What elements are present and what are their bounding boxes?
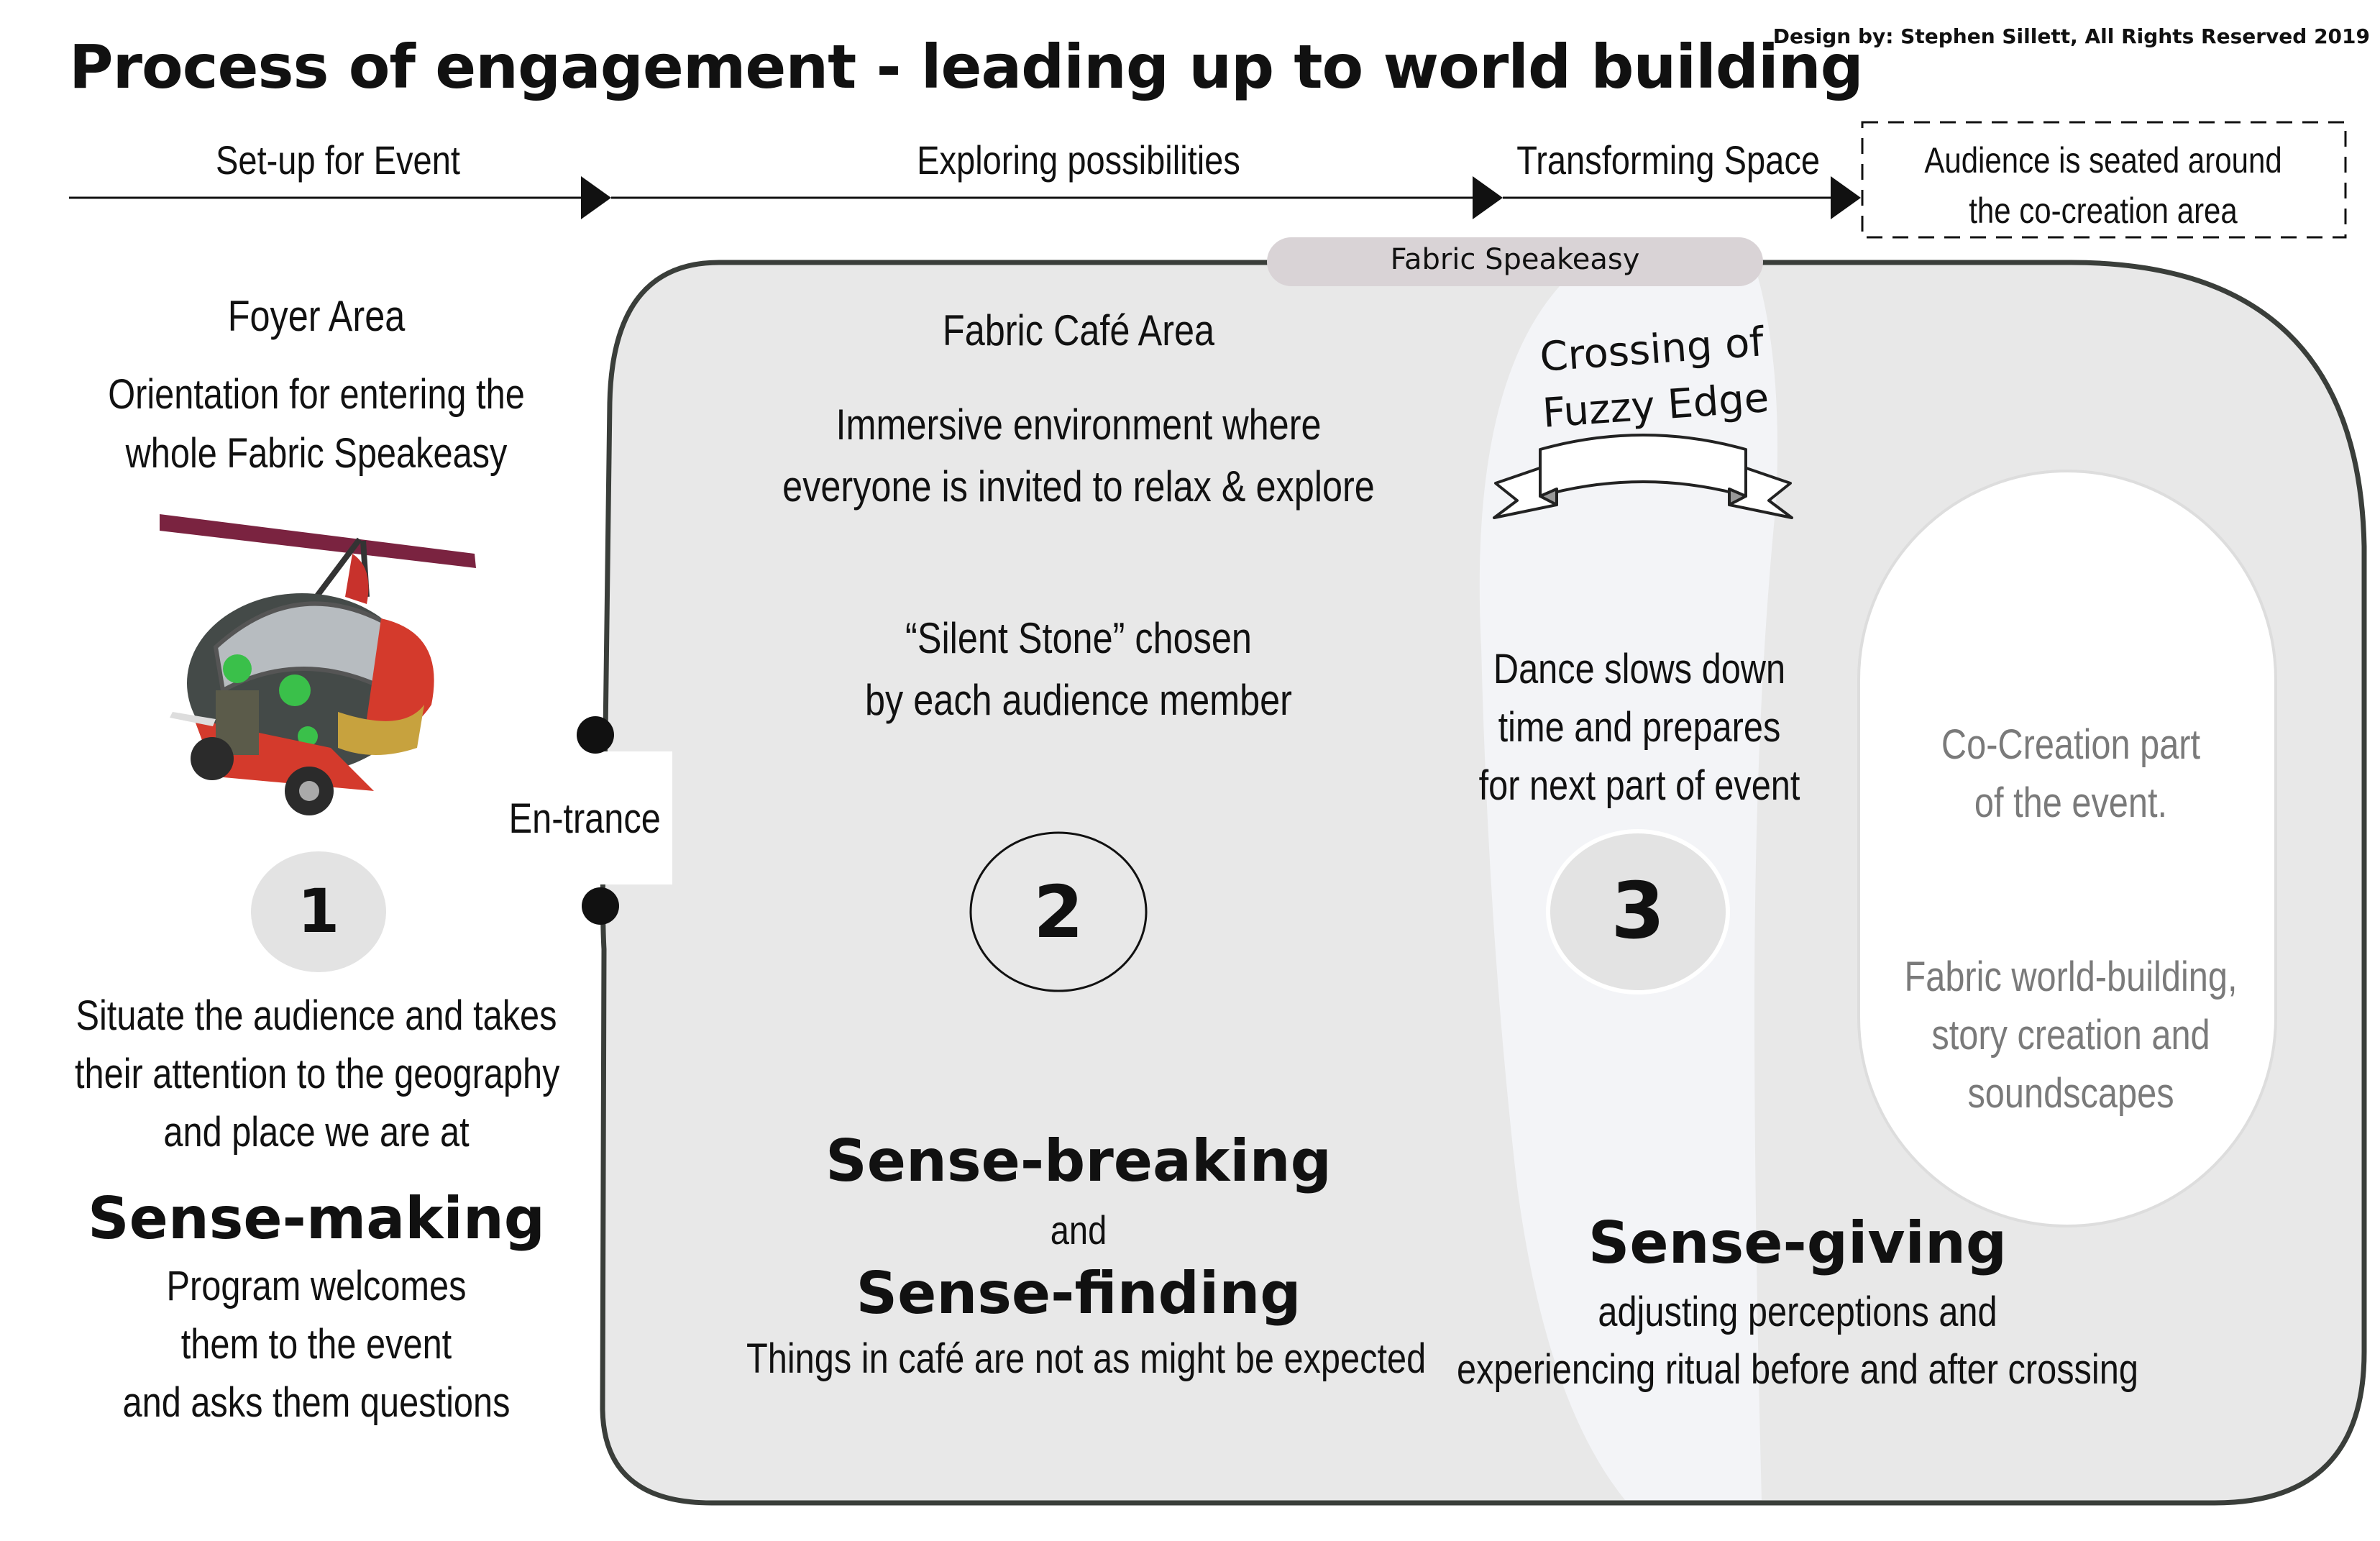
phase-transforming-label: Transforming Space — [1516, 137, 1820, 183]
foyer-program-text: Program welcomes them to the event and a… — [122, 1263, 511, 1426]
fabric-speakeasy-tab — [1267, 237, 1763, 286]
arrow-right-icon — [611, 176, 1503, 219]
sense-making-label: Sense-making — [87, 1185, 546, 1252]
step-1-circle — [251, 851, 386, 972]
audience-box — [1861, 121, 2347, 239]
cocreation-area — [1857, 470, 2277, 1227]
cafe-and-text: and — [1050, 1207, 1107, 1253]
cafe-things-text: Things in café are not as might be expec… — [746, 1335, 1427, 1382]
audience-box-text: Audience is seated around the co-creatio… — [1924, 140, 2282, 231]
ribbon-banner-icon — [1493, 434, 1793, 519]
crossing-banner-text: Crossing of Fuzzy Edge — [1538, 319, 1771, 437]
phase-exploring-label: Exploring possibilities — [917, 137, 1240, 183]
design-credit: Design by: Stephen Sillett, All Rights R… — [1772, 24, 2370, 48]
silent-stone-text: “Silent Stone” chosen by each audience m… — [865, 614, 1292, 724]
sense-breaking-label: Sense-breaking — [825, 1128, 1332, 1194]
cocreation-part-text: Co-Creation part of the event. — [1941, 721, 2201, 826]
sense-finding-label: Sense-finding — [856, 1260, 1301, 1327]
step-2-circle — [969, 831, 1148, 992]
page-title: Process of engagement - leading up to wo… — [69, 32, 1864, 102]
step-2-number: 2 — [1033, 870, 1084, 954]
entrance-label: En-trance — [508, 795, 661, 842]
entrance-post-top — [577, 716, 614, 754]
foyer-description: Orientation for entering the whole Fabri… — [108, 371, 525, 477]
dance-text: Dance slows down time and prepares for n… — [1478, 646, 1800, 809]
cafe-immersive-text: Immersive environment where everyone is … — [782, 401, 1375, 511]
entrance-post-bottom — [582, 887, 619, 925]
arrow-right-icon — [1503, 176, 1861, 219]
foyer-situate-text: Situate the audience and takes their att… — [75, 992, 560, 1156]
crossing-adjusting-text: adjusting perceptions and experiencing r… — [1457, 1289, 2138, 1393]
step-3-number: 3 — [1611, 866, 1665, 956]
entrance-opening — [590, 751, 672, 884]
foyer-heading: Foyer Area — [227, 292, 406, 340]
arrow-right-icon — [69, 176, 611, 219]
cafe-heading: Fabric Café Area — [942, 306, 1215, 355]
cocreation-world-text: Fabric world-building, story creation an… — [1904, 954, 2238, 1117]
phase-setup-label: Set-up for Event — [216, 137, 460, 183]
fabric-speakeasy-label: Fabric Speakeasy — [1390, 243, 1640, 276]
step-1-number: 1 — [297, 876, 340, 946]
sense-giving-label: Sense-giving — [1588, 1210, 2008, 1276]
helicopter-car-illustration — [160, 514, 476, 815]
step-3-circle — [1546, 829, 1730, 994]
